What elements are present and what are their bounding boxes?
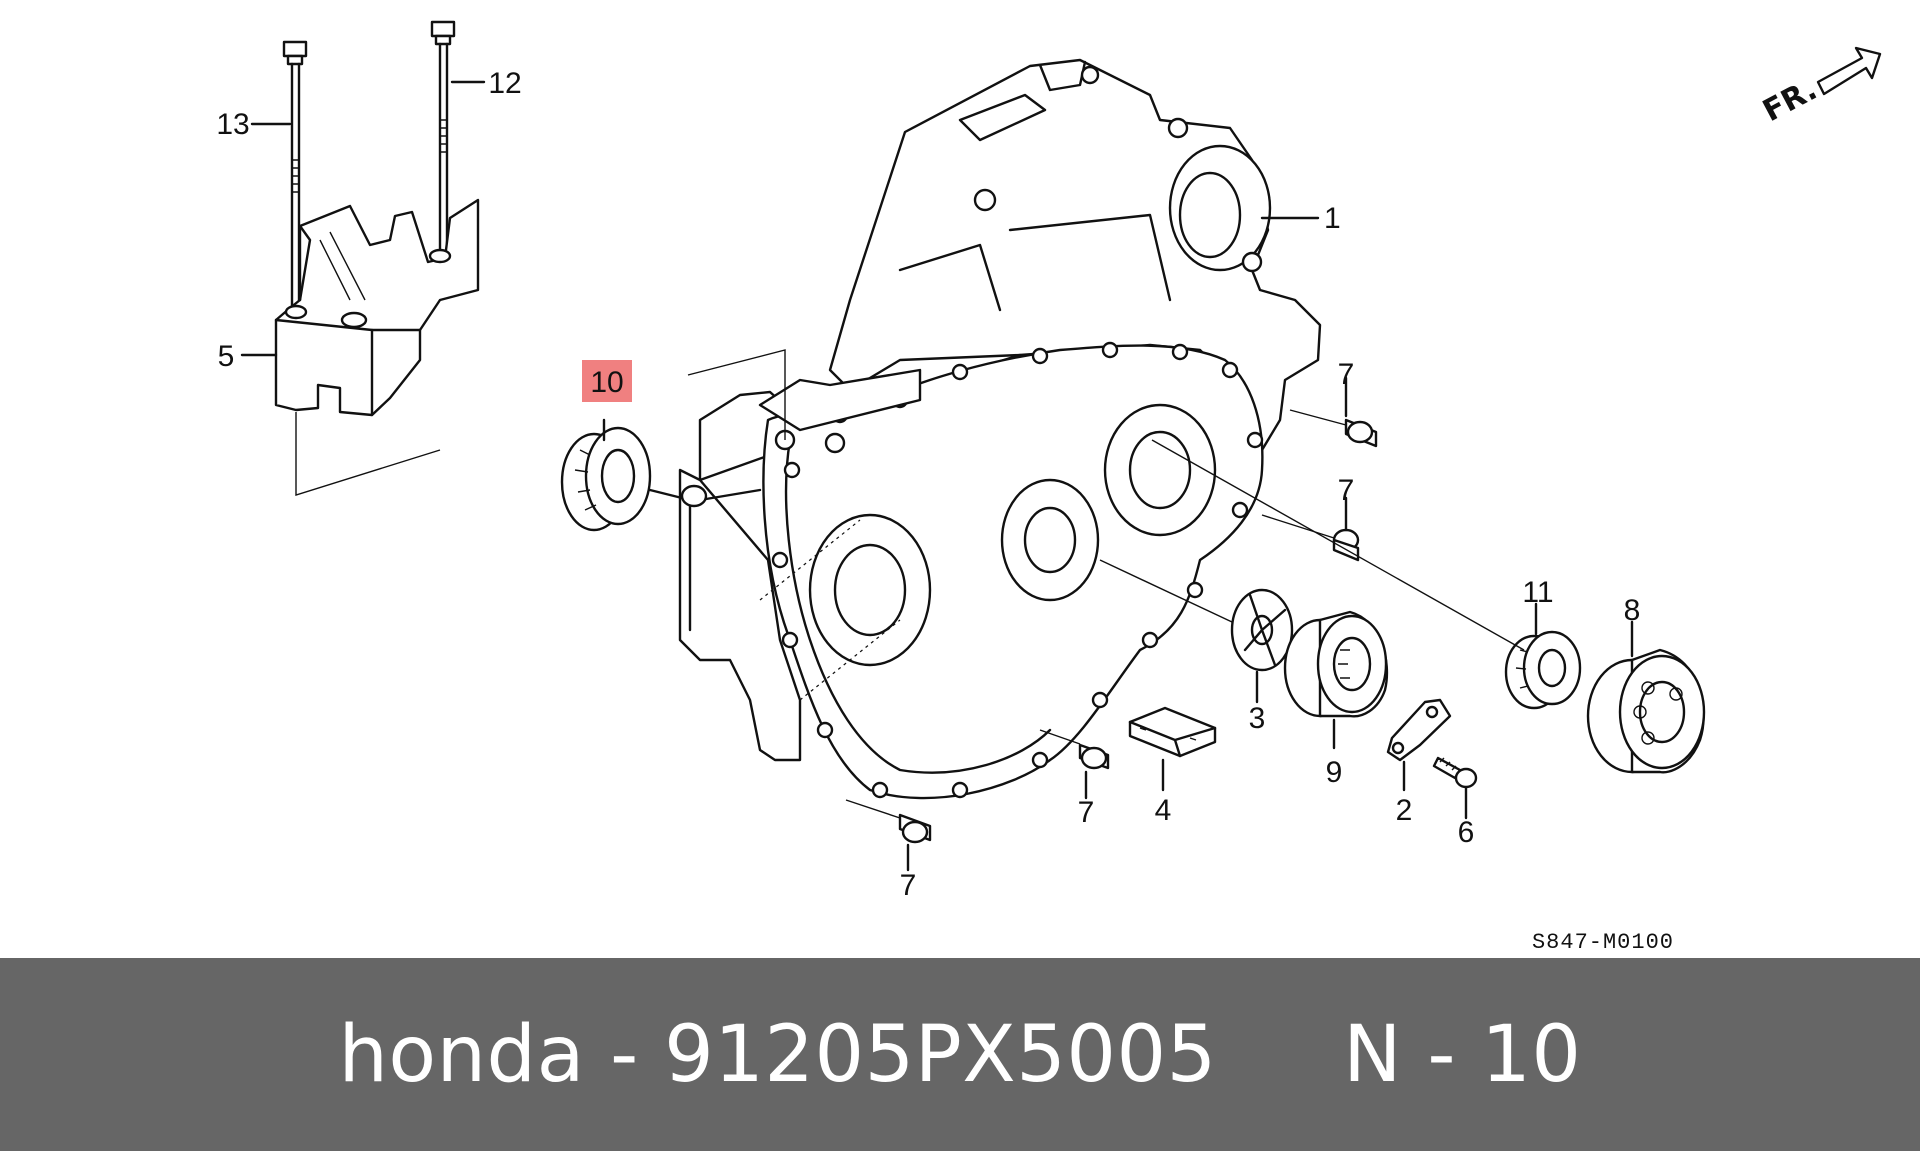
dowel-pins-7 [845,376,1378,872]
parts-diagram: 10 [216,20,1882,955]
part-number-caption: honda - 91205PX5005 N - 10 [338,1009,1582,1100]
callout-8: 8 [1624,594,1641,627]
oil-seal-10 [560,418,708,532]
front-direction-label: FR. [1757,72,1822,129]
callout-13: 13 [216,108,249,141]
callout-7-d: 7 [900,869,917,902]
parts-diagram-svg: 10 [216,20,1882,955]
callout-10-highlight: 10 [582,360,632,402]
clutch-housing [678,58,1322,800]
callout-4: 4 [1155,794,1172,827]
callout-6: 6 [1458,816,1475,849]
bracket-assembly [240,20,486,496]
callout-10: 10 [590,366,623,399]
diagram-code: S847-M0100 [1532,930,1674,955]
bolt-12 [430,20,456,262]
front-direction-arrow-icon: FR. [1757,46,1882,129]
dowel-pin [845,799,932,844]
callout-1: 1 [1324,202,1341,235]
part-6 [1432,756,1478,820]
part-9 [1283,610,1389,750]
callout-7-b: 7 [1338,474,1355,507]
dowel-pin [1039,729,1110,770]
callout-5: 5 [218,340,235,373]
callout-12: 12 [488,67,521,100]
part-11 [1151,439,1582,710]
callout-7-c: 7 [1078,796,1095,829]
dowel-pin [1289,409,1378,448]
flange-holes [771,341,1264,799]
callout-7-a: 7 [1338,358,1355,391]
callout-2: 2 [1396,794,1413,827]
callout-labels: 1 13 12 5 7 7 11 8 3 9 2 6 4 7 7 [216,67,1640,902]
callout-3: 3 [1249,702,1266,735]
part-2 [1386,698,1452,792]
part-3 [1099,559,1294,704]
callout-11: 11 [1522,576,1553,609]
callout-9: 9 [1326,756,1343,789]
dowel-pin [1261,514,1360,562]
part-8 [1586,620,1706,774]
part-4 [1128,706,1217,792]
footer-bar: honda - 91205PX5005 N - 10 [0,958,1920,1151]
